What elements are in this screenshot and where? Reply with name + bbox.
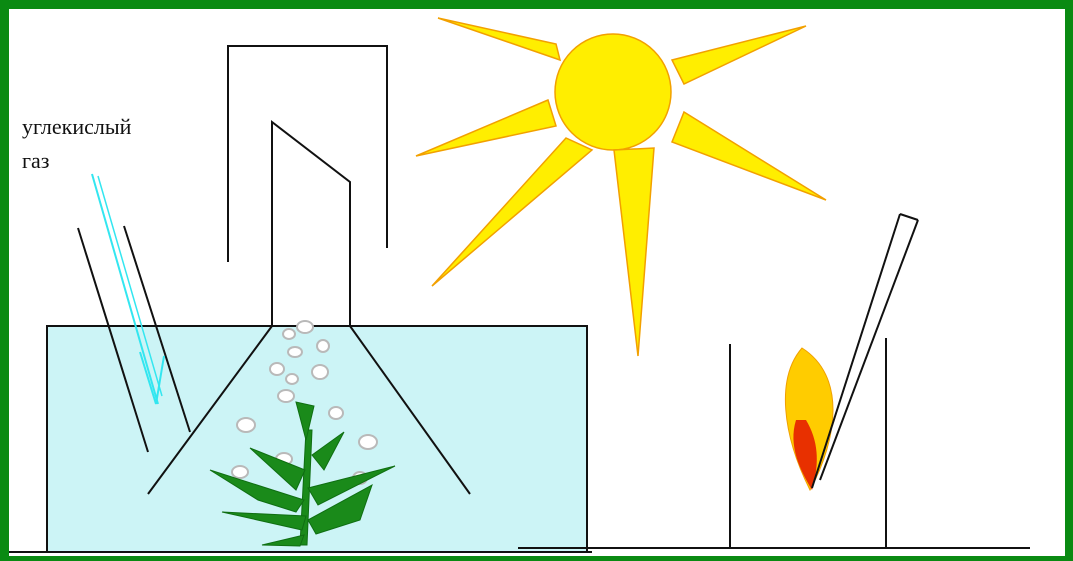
bubble	[312, 365, 328, 379]
co2-label-line2: газ	[22, 150, 49, 172]
bubble	[297, 321, 313, 333]
bubble	[283, 329, 295, 339]
bubble	[270, 363, 284, 375]
bubble	[286, 374, 298, 384]
bubble	[288, 347, 302, 357]
bubble	[329, 407, 343, 419]
bubble	[237, 418, 255, 432]
bubble	[232, 466, 248, 478]
co2-label-line1: углекислый	[22, 116, 131, 138]
sun-disk	[555, 34, 671, 150]
bubble	[359, 435, 377, 449]
bubble	[317, 340, 329, 352]
bubble	[278, 390, 294, 402]
